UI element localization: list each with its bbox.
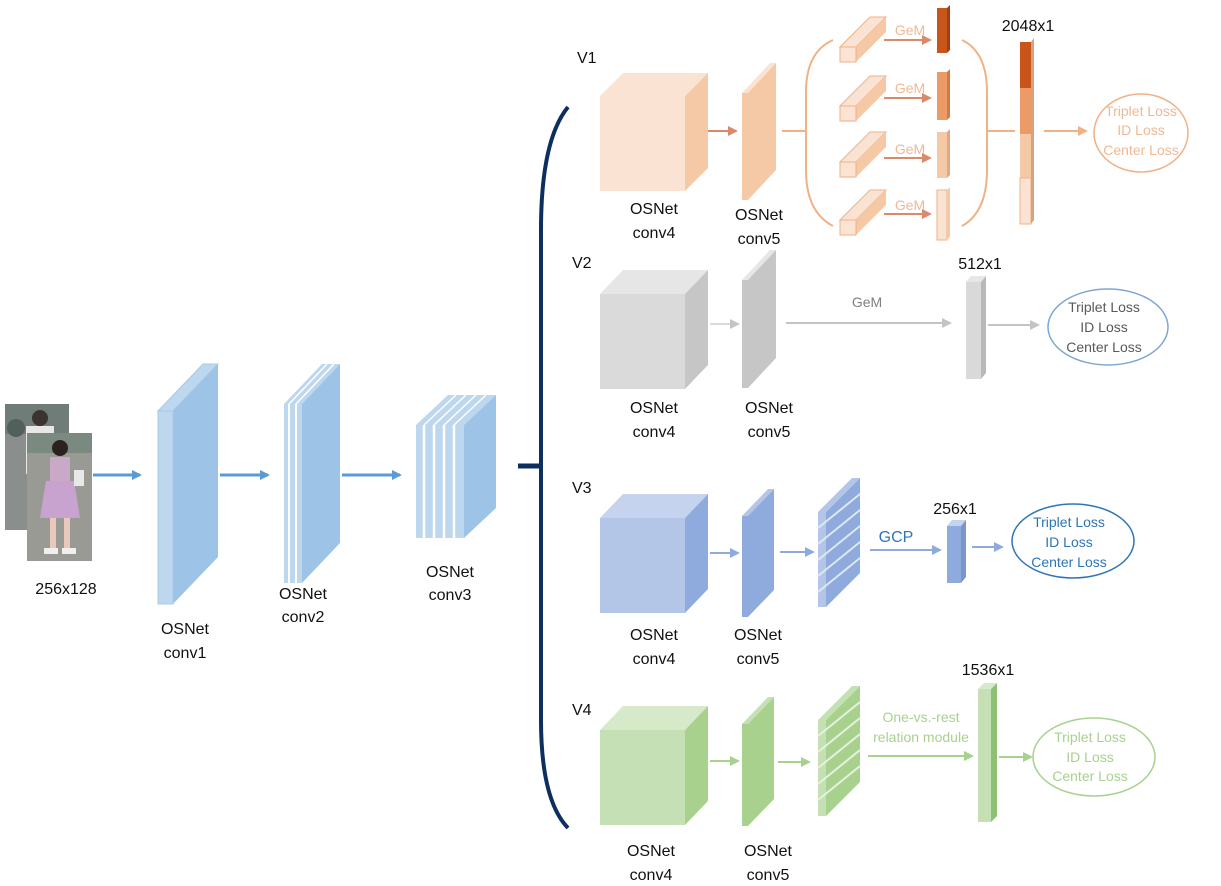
v2-loss-center: Center Loss (1066, 339, 1141, 355)
input-size-label: 256x128 (35, 581, 96, 598)
v1-loss-center: Center Loss (1103, 142, 1178, 158)
v1-left-paren (805, 39, 834, 227)
v4-conv5-label-line2: conv5 (747, 867, 790, 884)
v4-conv5-label-line1: OSNet (744, 843, 793, 860)
v1-loss-triplet: Triplet Loss (1105, 103, 1177, 119)
branch-v4-label: V4 (572, 702, 592, 719)
v2-loss-ellipse: Triplet Loss ID Loss Center Loss (1047, 288, 1169, 366)
v2-loss-id: ID Loss (1080, 319, 1127, 335)
v3-loss-center: Center Loss (1031, 554, 1106, 570)
input-image-front (27, 433, 92, 561)
v1-loss-id: ID Loss (1117, 122, 1164, 138)
v1-part-3: GeM (838, 129, 950, 178)
v3-feature-dim-label: 256x1 (933, 501, 977, 518)
v3-loss-ellipse: Triplet Loss ID Loss Center Loss (1011, 503, 1135, 579)
v3-conv4-label-line1: OSNet (630, 627, 679, 644)
v4-loss-ellipse: Triplet Loss ID Loss Center Loss (1032, 717, 1156, 797)
v4-part-stack (817, 686, 861, 816)
v1-conv4-cube (600, 73, 708, 191)
conv2-label-line2: conv2 (282, 609, 325, 626)
v1-part-4: GeM (838, 187, 950, 241)
conv2-label-line1: OSNet (279, 586, 328, 603)
v1-feature-dim-label: 2048x1 (1002, 18, 1055, 35)
v4-loss-center: Center Loss (1052, 768, 1127, 784)
conv3-block (416, 394, 496, 538)
v4-conv4-cube (600, 706, 708, 825)
v4-feature-dim-label: 1536x1 (962, 662, 1015, 679)
v4-conv5-slab (742, 697, 774, 826)
v3-feature-vector (947, 520, 966, 583)
branch-v4: V4 OSNet conv4 OSNet conv5 One-vs.-rest (572, 662, 1156, 884)
v2-conv5-slab (742, 250, 776, 388)
v1-right-paren (961, 39, 988, 227)
v3-gcp-label: GCP (879, 529, 914, 546)
v2-conv5-label-line1: OSNet (745, 400, 794, 417)
branch-v1-label: V1 (577, 50, 597, 67)
v1-loss-ellipse: Triplet Loss ID Loss Center Loss (1093, 93, 1189, 173)
v4-module-label-line1: One-vs.-rest (882, 709, 959, 725)
branch-v3: V3 OSNet conv4 OSNet conv5 GCP 25 (572, 478, 1135, 668)
v3-conv4-label-line2: conv4 (633, 651, 676, 668)
v4-module-label-line2: relation module (873, 729, 969, 745)
v1-conv5-label-line2: conv5 (738, 231, 781, 248)
input-person-images (5, 404, 92, 561)
v1-gem-label-4: GeM (895, 197, 925, 213)
v3-loss-triplet: Triplet Loss (1033, 514, 1105, 530)
v1-conv5-label-line1: OSNet (735, 207, 784, 224)
v4-loss-id: ID Loss (1066, 749, 1113, 765)
v2-feature-dim-label: 512x1 (958, 256, 1002, 273)
conv3-label-line1: OSNet (426, 564, 475, 581)
v2-conv4-label-line1: OSNet (630, 400, 679, 417)
v1-conv4-label-line1: OSNet (630, 201, 679, 218)
v3-conv5-label-line1: OSNet (734, 627, 783, 644)
conv3-label-line2: conv3 (429, 587, 472, 604)
v2-loss-triplet: Triplet Loss (1068, 299, 1140, 315)
conv2-block (284, 363, 340, 583)
branch-v2-label: V2 (572, 255, 592, 272)
v4-conv4-label-line2: conv4 (630, 867, 673, 884)
v2-feature-vector (966, 276, 986, 379)
branch-v1: V1 OSNet conv4 OSNet conv5 GeM (577, 5, 1189, 248)
v1-part-2: GeM (838, 69, 950, 122)
v4-feature-vector (978, 683, 997, 822)
conv1-block (156, 363, 220, 605)
v2-conv4-label-line2: conv4 (633, 424, 676, 441)
branch-brace (518, 105, 570, 830)
v1-gem-label-2: GeM (895, 80, 925, 96)
v1-part-1: GeM (838, 5, 950, 63)
v1-concat-feature-vector (1019, 38, 1034, 225)
v1-gem-label-3: GeM (895, 141, 925, 157)
v3-part-stack (817, 478, 861, 607)
v3-conv4-cube (600, 494, 708, 613)
branch-v2: V2 OSNet conv4 OSNet conv5 GeM 512x1 Tri… (572, 250, 1169, 441)
conv1-label-line2: conv1 (164, 645, 207, 662)
v4-conv4-label-line1: OSNet (627, 843, 676, 860)
conv1-label-line1: OSNet (161, 621, 210, 638)
v1-conv5-slab (742, 63, 776, 200)
v2-gem-label: GeM (852, 294, 882, 310)
v1-gem-label-1: GeM (895, 22, 925, 38)
v4-loss-triplet: Triplet Loss (1054, 729, 1126, 745)
v1-conv4-label-line2: conv4 (633, 225, 676, 242)
v2-conv4-cube (600, 270, 708, 389)
v2-conv5-label-line2: conv5 (748, 424, 791, 441)
v3-conv5-label-line2: conv5 (737, 651, 780, 668)
branch-v3-label: V3 (572, 480, 592, 497)
v3-conv5-slab (742, 489, 774, 617)
v3-loss-id: ID Loss (1045, 534, 1092, 550)
